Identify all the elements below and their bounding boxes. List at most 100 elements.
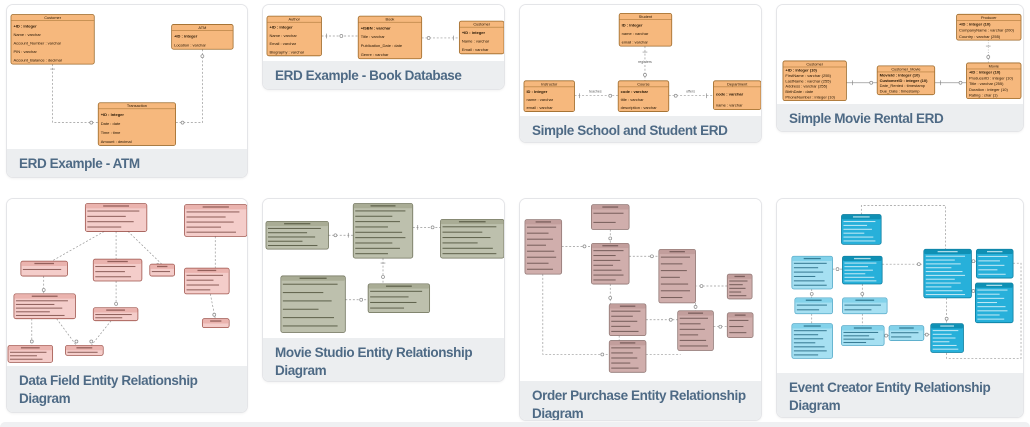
svg-text:name : varchar: name : varchar xyxy=(622,31,649,36)
svg-text:Amount : decimal: Amount : decimal xyxy=(101,139,132,144)
svg-text:MovieId : integer (10): MovieId : integer (10) xyxy=(880,72,921,77)
svg-text:code : varchar: code : varchar xyxy=(716,92,744,97)
svg-text:name : varchar: name : varchar xyxy=(716,103,743,108)
svg-text:Title : varchar: Title : varchar xyxy=(361,34,386,39)
svg-text:FirstName : varchar (255): FirstName : varchar (255) xyxy=(785,73,831,78)
card-title[interactable]: Data Field Entity Relationship Diagram xyxy=(19,373,198,406)
svg-text:code : varchar: code : varchar xyxy=(621,89,649,94)
erd-diagram-svg: Customer +ID : integer Name : varcharAccou… xyxy=(10,14,234,146)
template-card-movie-rental[interactable]: Producer+ID : integer (10)CompanyName : … xyxy=(776,4,1024,132)
svg-text:Name : varchar: Name : varchar xyxy=(462,39,490,44)
svg-text:ProducerID : integer (10): ProducerID : integer (10) xyxy=(969,75,1014,80)
svg-text:Address : varchar (255): Address : varchar (255) xyxy=(785,84,827,89)
svg-text:Customer_Movie: Customer_Movie xyxy=(891,67,920,71)
svg-text:offers: offers xyxy=(686,90,695,94)
svg-text:Account_Balance : decimal: Account_Balance : decimal xyxy=(13,58,61,63)
svg-text:Genre : varchar: Genre : varchar xyxy=(361,52,389,57)
svg-text:Time : time: Time : time xyxy=(101,130,121,135)
svg-text:Student: Student xyxy=(639,15,653,19)
svg-text:Publication_Date : date: Publication_Date : date xyxy=(361,43,403,48)
svg-text:Transaction: Transaction xyxy=(127,104,147,108)
card-footer: Simple Movie Rental ERD xyxy=(777,104,1023,131)
card-title[interactable]: ERD Example - Book Database xyxy=(275,68,462,83)
card-footer: Data Field Entity Relationship Diagram xyxy=(7,366,247,412)
svg-text:Email : varchar: Email : varchar xyxy=(269,41,296,46)
erd-diagram-svg xyxy=(265,203,504,333)
svg-text:Title : varchar (255): Title : varchar (255) xyxy=(969,81,1004,86)
svg-text:ATM: ATM xyxy=(198,26,206,30)
svg-text:Producer: Producer xyxy=(981,16,997,20)
card-title[interactable]: Simple School and Student ERD xyxy=(532,123,728,138)
svg-text:Name : varchar: Name : varchar xyxy=(269,33,297,38)
svg-text:Date_Rented : timestamp: Date_Rented : timestamp xyxy=(880,83,926,88)
svg-text:+ID : integer: +ID : integer xyxy=(269,25,293,30)
svg-text:Biography : varchar: Biography : varchar xyxy=(269,49,304,54)
erd-thumbnail[interactable] xyxy=(263,199,504,338)
svg-text:+ID : integer (10): +ID : integer (10) xyxy=(785,67,817,72)
svg-text:+ID : integer (10): +ID : integer (10) xyxy=(959,21,991,26)
svg-text:Instructor: Instructor xyxy=(541,82,558,86)
svg-text:Location : varchar: Location : varchar xyxy=(174,43,206,48)
svg-text:+ID : integer: +ID : integer xyxy=(174,34,198,39)
svg-text:LastName : varchar (255): LastName : varchar (255) xyxy=(785,78,831,83)
svg-text:Course: Course xyxy=(637,82,649,86)
erd-diagram-svg xyxy=(791,205,1022,359)
svg-text:email : varchar: email : varchar xyxy=(622,40,649,45)
svg-text:description : varchar: description : varchar xyxy=(621,105,658,110)
svg-text:Movie: Movie xyxy=(989,64,999,68)
card-footer: Movie Studio Entity Relationship Diagram xyxy=(263,338,504,381)
svg-text:CompanyName : varchar (200): CompanyName : varchar (200) xyxy=(959,28,1015,33)
svg-text:Book: Book xyxy=(386,18,395,22)
card-footer: ERD Example - Book Database xyxy=(263,61,504,89)
svg-text:Author: Author xyxy=(289,18,301,22)
svg-text:title : varchar: title : varchar xyxy=(621,97,645,102)
svg-text:PhoneNumber : integer (10): PhoneNumber : integer (10) xyxy=(785,95,835,100)
erd-thumbnail[interactable] xyxy=(7,199,247,366)
svg-text:PIN : varchar: PIN : varchar xyxy=(13,49,37,54)
svg-text:registers: registers xyxy=(638,60,652,64)
svg-text:Date : date: Date : date xyxy=(101,121,121,126)
erd-diagram-svg xyxy=(524,204,754,373)
svg-text:Due_Date : timestamp: Due_Date : timestamp xyxy=(880,89,921,94)
next-row-cards-edge xyxy=(0,422,1030,427)
erd-diagram-svg xyxy=(7,203,247,363)
erd-diagram-svg: Producer+ID : integer (10)CompanyName : … xyxy=(782,13,1022,102)
card-title[interactable]: Movie Studio Entity Relationship Diagram xyxy=(275,345,473,378)
svg-text:Name : varchar: Name : varchar xyxy=(13,32,41,37)
svg-text:+ISBN : varchar: +ISBN : varchar xyxy=(361,25,391,30)
card-footer: Order Purchase Entity Relationship Diagr… xyxy=(520,381,761,421)
svg-text:Department: Department xyxy=(727,82,748,86)
svg-text:BirthDate : date: BirthDate : date xyxy=(785,89,814,94)
template-card-school-student[interactable]: registers teaches offers Student ID : Intege… xyxy=(519,4,762,143)
svg-text:Country : varchar (255): Country : varchar (255) xyxy=(959,34,1001,39)
svg-text:Customer: Customer xyxy=(473,23,490,27)
template-card-data-field[interactable]: Data Field Entity Relationship Diagram xyxy=(6,198,248,413)
svg-text:teaches: teaches xyxy=(589,90,602,94)
template-card-event-creator[interactable]: Event Creator Entity Relationship Diagra… xyxy=(776,198,1024,418)
card-title[interactable]: Event Creator Entity Relationship Diagra… xyxy=(789,380,991,413)
template-card-order-purchase[interactable]: Order Purchase Entity Relationship Diagr… xyxy=(519,198,762,421)
svg-text:+ID : Integer: +ID : Integer xyxy=(101,112,125,117)
erd-thumbnail[interactable] xyxy=(520,199,761,381)
svg-text:Email : varchar: Email : varchar xyxy=(462,47,489,52)
erd-thumbnail[interactable]: registers teaches offers Student ID : Intege… xyxy=(520,5,761,116)
template-card-movie-studio[interactable]: Movie Studio Entity Relationship Diagram xyxy=(262,198,505,382)
card-title[interactable]: Simple Movie Rental ERD xyxy=(789,111,944,126)
svg-text:Customer: Customer xyxy=(806,62,823,66)
svg-text:ID : Integer: ID : Integer xyxy=(526,89,547,94)
svg-text:Customer: Customer xyxy=(44,16,61,20)
card-footer: Event Creator Entity Relationship Diagra… xyxy=(777,373,1023,417)
svg-text:CustomerID : integer (10): CustomerID : integer (10) xyxy=(880,78,928,83)
erd-thumbnail[interactable]: Producer+ID : integer (10)CompanyName : … xyxy=(777,5,1023,104)
card-title[interactable]: Order Purchase Entity Relationship Diagr… xyxy=(532,388,746,421)
card-footer: Simple School and Student ERD xyxy=(520,116,761,142)
erd-thumbnail[interactable] xyxy=(777,199,1023,373)
svg-text:email : varchar: email : varchar xyxy=(526,105,553,110)
card-title[interactable]: ERD Example - ATM xyxy=(19,156,140,171)
